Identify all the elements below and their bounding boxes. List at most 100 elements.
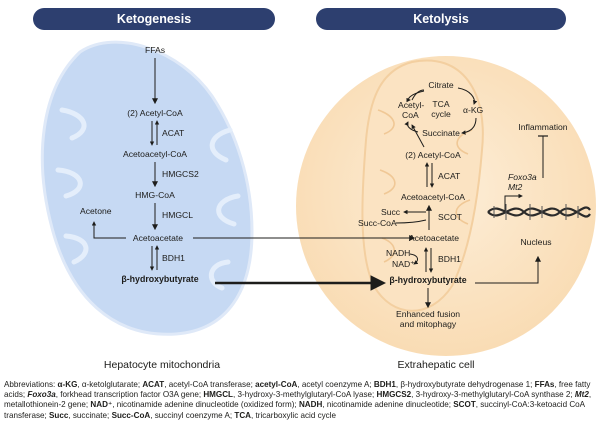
abbreviation-definition: , acetyl-CoA transferase; <box>164 380 256 389</box>
abbreviation-term: HMGCL <box>203 390 233 400</box>
abbreviation-definition: , tricarboxylic acid cycle <box>251 410 337 420</box>
abbreviation-item: ACAT, acetyl-CoA transferase; <box>142 380 255 389</box>
lysis-bdh1-label: BDH1 <box>438 254 461 264</box>
cell-mitochondrion-cristae <box>377 109 473 263</box>
keto-acetyl-coa-label: (2) Acetyl-CoA <box>127 108 183 118</box>
bhb-to-nucleus-arrow <box>475 255 541 284</box>
abbreviation-term: Succ-CoA <box>111 410 151 420</box>
acetone-label: Acetone <box>80 206 112 216</box>
abbreviation-item: HMGCS2, 3-hydroxy-3-methylglutaryl-CoA s… <box>377 390 575 399</box>
succ-label: Succ <box>381 207 401 217</box>
foxo3a-label: Foxo3a <box>508 172 537 182</box>
transcription-arrow <box>504 193 523 212</box>
mt2-label: Mt2 <box>508 182 523 192</box>
nadh-label: NADH <box>386 248 410 258</box>
abbreviation-item: Foxo3a, forkhead transcription factor O3… <box>27 390 203 399</box>
abbreviation-term: SCOT <box>453 400 476 410</box>
tca-arrow-3 <box>461 117 477 135</box>
hepatocyte-caption: Hepatocyte mitochondria <box>104 359 220 371</box>
abbreviations-list: α-KG, α-ketolglutarate; ACAT, acetyl-CoA… <box>4 380 591 420</box>
abbreviation-item: NAD⁺, nicotinamide adenine dinucleotide … <box>90 400 299 409</box>
scot-label: SCOT <box>438 212 463 222</box>
abbreviation-item: FFAs, free fatty acids; <box>4 380 590 399</box>
hmgcs2-label: HMGCS2 <box>162 169 199 179</box>
cell-mitochondrion-shape <box>361 59 484 312</box>
keto-bhb-label: β-hydroxybutyrate <box>121 274 198 284</box>
lysis-acetoacetyl-coa-label: Acetoacetyl-CoA <box>401 192 465 202</box>
tca-label: TCA <box>432 99 449 109</box>
abbreviation-definition: , 3-hydroxy-3-methylglutaryl-CoA lyase; <box>233 390 377 400</box>
abbreviation-term: FFAs <box>534 380 555 389</box>
hepatocyte-cristae <box>55 107 241 291</box>
ketogenesis-header: Ketogenesis <box>33 8 275 30</box>
inflammation-label: Inflammation <box>518 122 567 132</box>
abbreviation-term: Mt2 <box>574 390 589 400</box>
abbreviation-item: Mt2, metallothionein-2 gene; <box>4 390 591 409</box>
abbreviation-item: TCA, tricarboxylic acid cycle <box>234 411 336 420</box>
abbreviation-definition: , nicotinamide adenine dinucleotide (oxi… <box>112 400 299 410</box>
abbreviation-term: BDH1 <box>373 380 396 389</box>
keto-acetoacetate-label: Acetoacetate <box>133 233 183 243</box>
keto-acat-label: ACAT <box>162 128 185 138</box>
abbreviation-term: NAD⁺ <box>90 400 113 410</box>
nucleus-label: Nucleus <box>520 237 551 247</box>
abbreviation-term: acetyl-CoA <box>255 380 298 389</box>
abbreviation-item: Succ, succinate; <box>49 411 112 420</box>
abbreviation-term: HMGCS2 <box>376 390 412 400</box>
abbreviations-prefix: Abbreviations: <box>4 380 58 389</box>
lysis-acetoacetate-label: Acetoacetate <box>409 233 459 243</box>
abbreviations-footnote: Abbreviations: α-KG, α-ketolglutarate; A… <box>4 380 596 421</box>
outcome-line-1: Enhanced fusion <box>396 309 460 319</box>
abbreviation-term: NADH <box>298 400 323 410</box>
lysis-bhb-label: β-hydroxybutyrate <box>389 275 466 285</box>
tca-arrow-5 <box>411 89 425 101</box>
abbreviation-term: ACAT <box>142 380 165 389</box>
abbreviation-definition: , free fatty acids; <box>4 380 591 400</box>
keto-acetoacetyl-coa-label: Acetoacetyl-CoA <box>123 149 187 159</box>
abbreviation-item: HMGCL, 3-hydroxy-3-methylglutaryl-CoA ly… <box>203 390 376 399</box>
succ-coa-in-arrow <box>395 219 427 224</box>
ketolysis-header: Ketolysis <box>316 8 566 30</box>
hepatocyte-mitochondrion-shape <box>40 40 254 336</box>
abbreviation-item: Succ-CoA, succinyl coenzyme A; <box>112 411 235 420</box>
abbreviation-definition: , β-hydroxybutyrate dehydrogenase 1; <box>395 380 535 389</box>
abbreviation-definition: , acetyl coenzyme A; <box>297 380 374 389</box>
tca-acetyl-label: Acetyl- <box>398 100 424 110</box>
abbreviation-definition: , nicotinamide adenine dinucleotide; <box>322 400 454 410</box>
abbreviation-definition: , succinyl-CoA:3-ketoacid CoA transferas… <box>4 400 585 420</box>
abbreviation-item: acetyl-CoA, acetyl coenzyme A; <box>255 380 374 389</box>
outcome-line-2: and mitophagy <box>400 319 457 329</box>
succ-coa-label: Succ-CoA <box>358 218 397 228</box>
acetone-arrow <box>91 221 126 239</box>
abbreviation-definition: , succinate; <box>68 410 112 420</box>
keto-bdh1-label: BDH1 <box>162 253 185 263</box>
hmgcl-label: HMGCL <box>162 210 193 220</box>
tca-coa-label: CoA <box>402 110 419 120</box>
abbreviation-item: α-KG, α-ketolglutarate; <box>58 380 143 389</box>
acetyl-coa-to-tca-arrow <box>411 124 425 148</box>
lysis-acetyl-coa-label: (2) Acetyl-CoA <box>405 150 461 160</box>
succinate-label: Succinate <box>422 128 460 138</box>
tca-arrow-4 <box>404 121 419 133</box>
abbreviation-term: Foxo3a <box>27 390 56 400</box>
tca-arrow-2 <box>457 87 478 105</box>
ffas-label: FFAs <box>145 45 165 55</box>
nadh-arrow <box>409 253 419 265</box>
abbreviation-item: NADH, nicotinamide adenine dinucleotide; <box>299 400 453 409</box>
abbreviation-term: TCA <box>234 410 252 420</box>
abbreviation-definition: , succinyl coenzyme A; <box>150 410 235 420</box>
extrahepatic-caption: Extrahepatic cell <box>397 359 474 371</box>
abbreviation-term: α-KG <box>57 380 78 389</box>
tca-cycle-label: cycle <box>431 109 451 119</box>
lysis-acat-label: ACAT <box>438 171 461 181</box>
abbreviation-definition: , forkhead transcription factor O3A gene… <box>55 390 204 400</box>
ketolysis-title: Ketolysis <box>413 12 469 26</box>
hmg-coa-label: HMG-CoA <box>135 190 175 200</box>
tca-arrow-1 <box>406 90 425 103</box>
abbreviation-definition: , metallothionein-2 gene; <box>4 390 592 410</box>
abbreviation-definition: , α-ketolglutarate; <box>77 380 143 389</box>
abbreviation-item: BDH1, β-hydroxybutyrate dehydrogenase 1; <box>374 380 535 389</box>
abbreviation-definition: , 3-hydroxy-3-methylglutaryl-CoA synthas… <box>411 390 575 400</box>
